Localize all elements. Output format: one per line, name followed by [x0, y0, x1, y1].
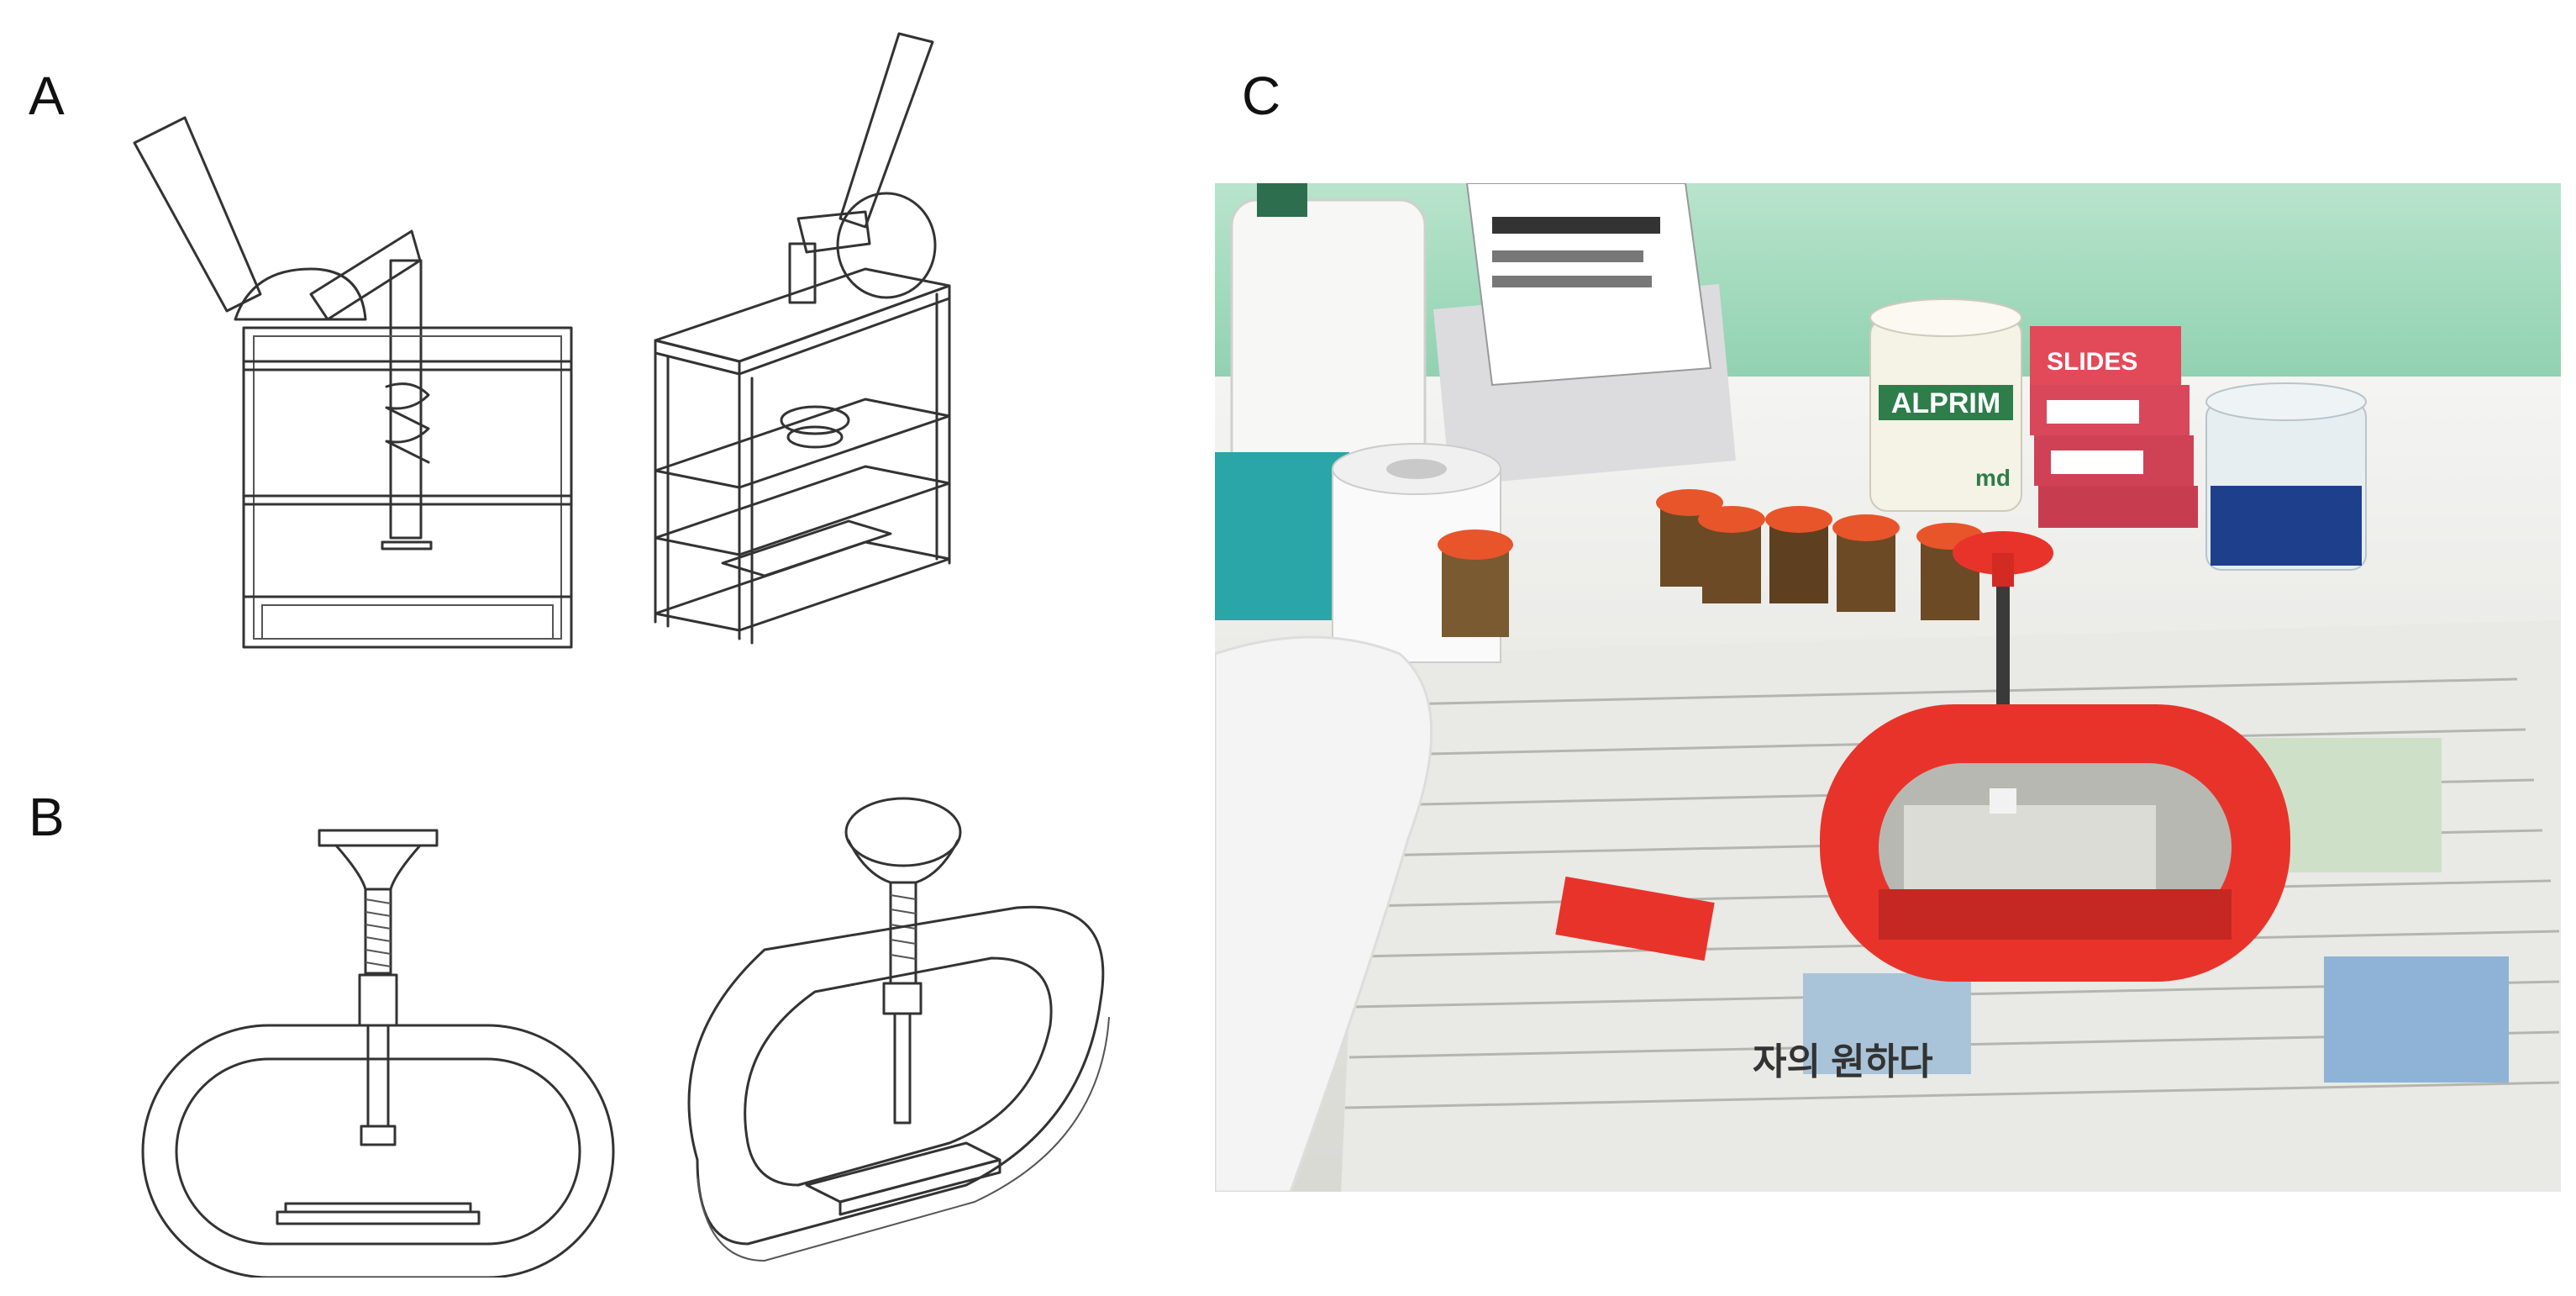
- panel-b-drawings: [141, 797, 1110, 1278]
- panel-a-label: A: [29, 66, 65, 126]
- panel-c-photo: 자의 원하다 ALPRIM md SLIDES: [1215, 183, 2561, 1192]
- alprim-label: ALPRIM: [1891, 387, 2000, 419]
- newspaper-headline: 자의 원하다: [1753, 1041, 1933, 1083]
- panel-a-drawings: [133, 32, 951, 649]
- red-clamp-device: [1820, 531, 2290, 982]
- clamp-side-view: [141, 829, 615, 1278]
- md-label: md: [1975, 465, 2011, 491]
- clamp-isometric-view: [687, 797, 1110, 1262]
- panel-b-label: B: [29, 787, 65, 847]
- slides-label: SLIDES: [2047, 348, 2137, 376]
- press-isometric-view: [654, 32, 951, 645]
- press-side-view: [133, 116, 573, 649]
- sample-pots: [1438, 489, 1984, 637]
- panel-c-label: C: [1242, 66, 1281, 126]
- photo-scene: 자의 원하다 ALPRIM md SLIDES: [1215, 183, 2561, 1192]
